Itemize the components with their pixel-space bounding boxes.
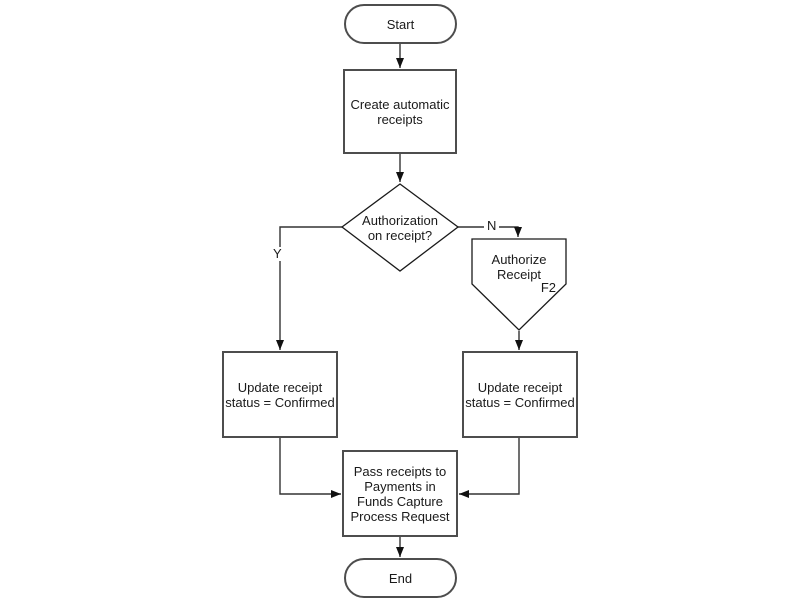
- edge-yes-label: Y: [270, 247, 285, 261]
- edge-decision-yes: [276, 226, 342, 350]
- decision-authorization-shape: [340, 183, 460, 272]
- end-terminator-shape: [344, 558, 457, 598]
- start-terminator-shape: [344, 4, 457, 44]
- edge-no-label: N: [484, 219, 500, 233]
- process-pass-receipts-shape: [342, 450, 458, 537]
- edge-update-left-to-pass: [279, 438, 341, 498]
- authorize-receipt-function-key: F2: [540, 280, 556, 295]
- edge-update-right-to-pass: [459, 438, 520, 498]
- edge-decision-no: [458, 226, 522, 237]
- process-update-receipt-left-shape: [222, 351, 338, 438]
- offpage-connector-authorize-receipt-shape: [471, 238, 567, 331]
- process-create-receipts-shape: [343, 69, 457, 154]
- process-update-receipt-right-shape: [462, 351, 578, 438]
